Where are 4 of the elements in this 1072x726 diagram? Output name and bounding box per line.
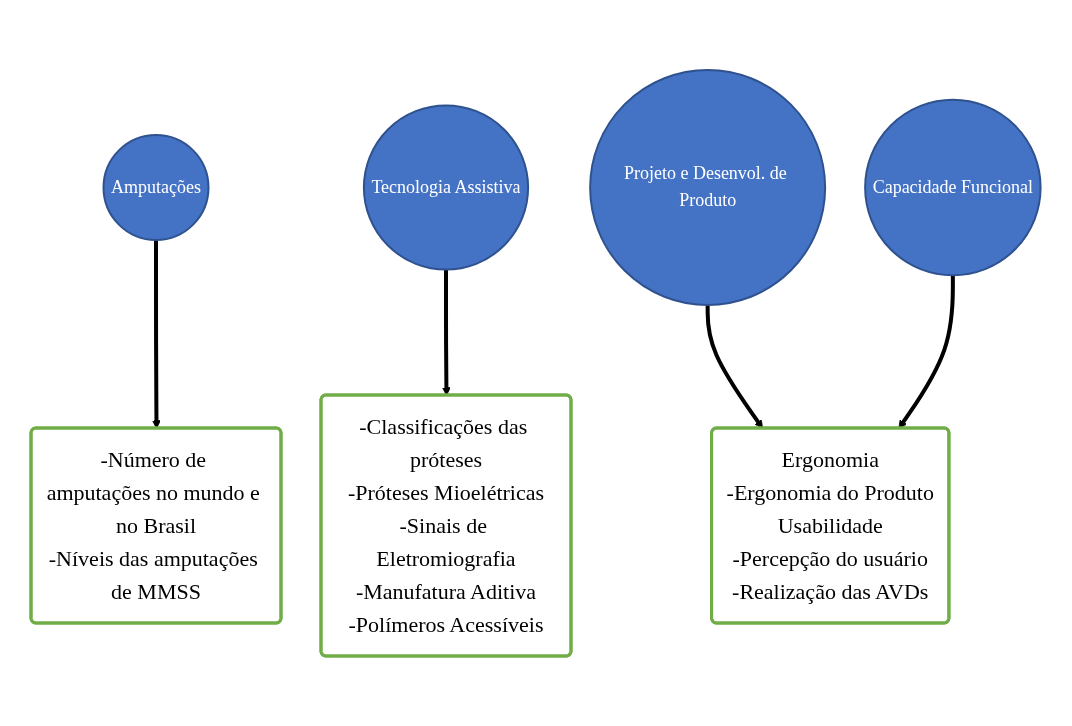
- node-circle: Projeto e Desenvol. de Produto: [589, 69, 827, 306]
- node-circle: Tecnologia Assistiva: [363, 104, 530, 271]
- node-circle: Capacidade Funcional: [864, 98, 1042, 277]
- node-circle: Amputações: [102, 134, 210, 241]
